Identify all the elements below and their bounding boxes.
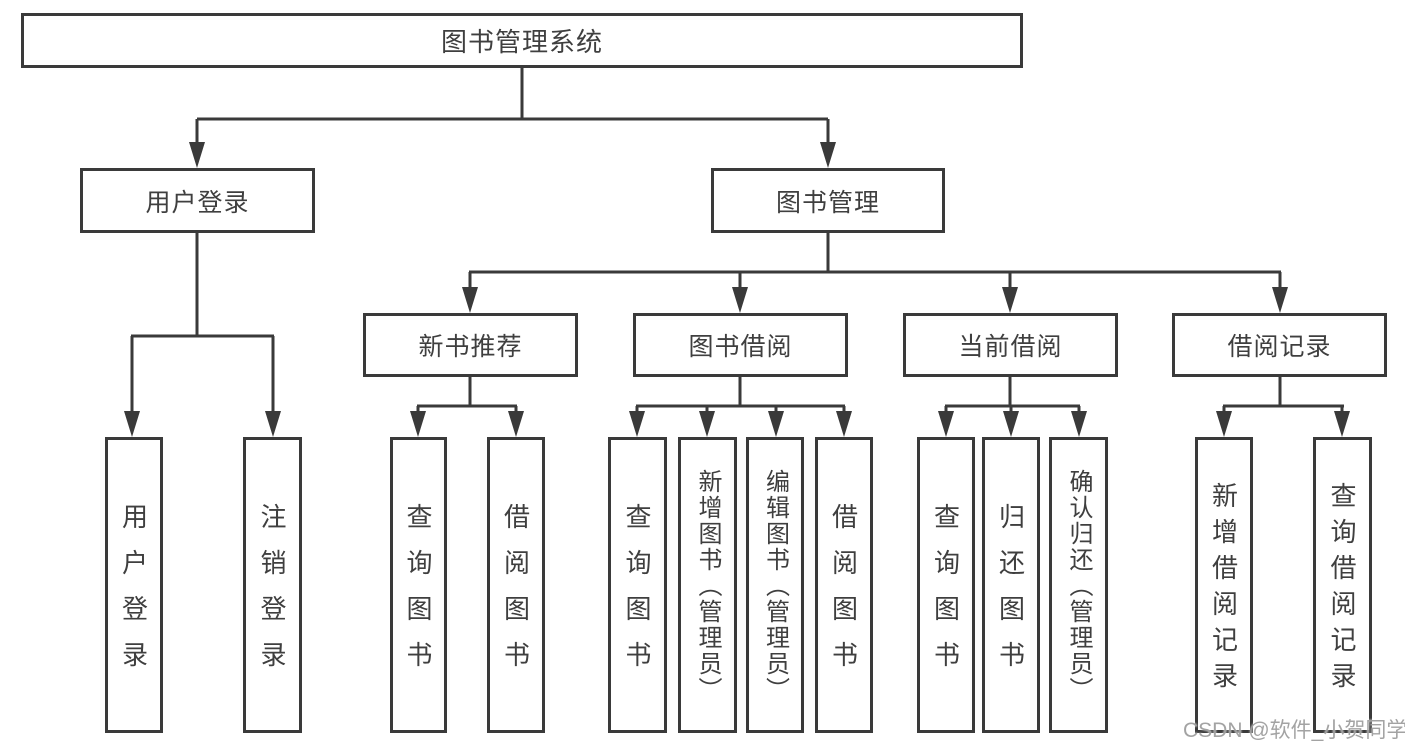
connector-borrow-records-to-leaves [1216, 377, 1350, 437]
node-current-borrowing: 当前借阅 [903, 313, 1118, 377]
node-borrowing-records: 借阅记录 [1172, 313, 1387, 377]
leaf-label: 确认归还（管理员） [1065, 469, 1092, 703]
leaf-label: 查询图书 [622, 503, 652, 687]
node-new-book-recommendation: 新书推荐 [363, 313, 578, 377]
connector-user-login-to-leaves [124, 233, 281, 437]
node-label: 新书推荐 [418, 333, 523, 361]
leaf-label: 查询图书 [403, 503, 433, 687]
leaf-label: 归还图书 [995, 503, 1026, 687]
node-label: 用户登录 [145, 188, 250, 217]
node-label: 当前借阅 [958, 333, 1063, 361]
connector-book-management-to-level3 [462, 233, 1288, 313]
connector-new-books-to-leaves [410, 377, 524, 437]
leaf-label: 借阅图书 [828, 503, 859, 687]
connector-current-borrow-to-leaves [938, 377, 1087, 437]
leaf-borrow-books: 借阅图书 [815, 437, 873, 733]
leaf-logout: 注销登录 [243, 437, 302, 733]
leaf-label: 借阅图书 [500, 503, 531, 687]
leaf-query-books-new: 查询图书 [390, 437, 447, 733]
connector-root-to-level2 [189, 68, 836, 168]
leaf-add-books-admin: 新增图书（管理员） [678, 437, 737, 733]
leaf-return-books: 归还图书 [982, 437, 1040, 733]
node-book-management: 图书管理 [711, 168, 945, 233]
node-user-login: 用户登录 [80, 168, 315, 233]
leaf-label: 用户登录 [118, 503, 149, 687]
node-library-management-system: 图书管理系统 [21, 13, 1023, 68]
csdn-watermark: CSDN @软件_小贺同学 [1183, 719, 1405, 742]
leaf-query-borrow-record: 查询借阅记录 [1313, 437, 1372, 733]
connector-book-borrow-to-leaves [629, 377, 852, 437]
leaf-query-books-current: 查询图书 [917, 437, 975, 733]
leaf-label: 注销登录 [257, 503, 287, 687]
node-label: 图书管理 [775, 188, 880, 217]
leaf-user-login: 用户登录 [105, 437, 163, 733]
leaf-query-books-borrow: 查询图书 [608, 437, 667, 733]
leaf-label: 新增图书（管理员） [694, 469, 721, 703]
node-label: 借阅记录 [1227, 333, 1332, 361]
node-book-borrowing: 图书借阅 [633, 313, 848, 377]
leaf-confirm-return-admin: 确认归还（管理员） [1049, 437, 1108, 733]
leaf-label: 查询借阅记录 [1327, 482, 1357, 698]
leaf-label: 编辑图书（管理员） [761, 469, 789, 703]
leaf-add-borrow-record: 新增借阅记录 [1195, 437, 1253, 733]
node-label: 图书管理系统 [440, 27, 603, 57]
leaf-label: 新增借阅记录 [1208, 482, 1239, 698]
node-label: 图书借阅 [688, 333, 793, 361]
leaf-edit-books-admin: 编辑图书（管理员） [746, 437, 804, 733]
leaf-borrow-books-new: 借阅图书 [487, 437, 545, 733]
leaf-label: 查询图书 [930, 503, 961, 687]
